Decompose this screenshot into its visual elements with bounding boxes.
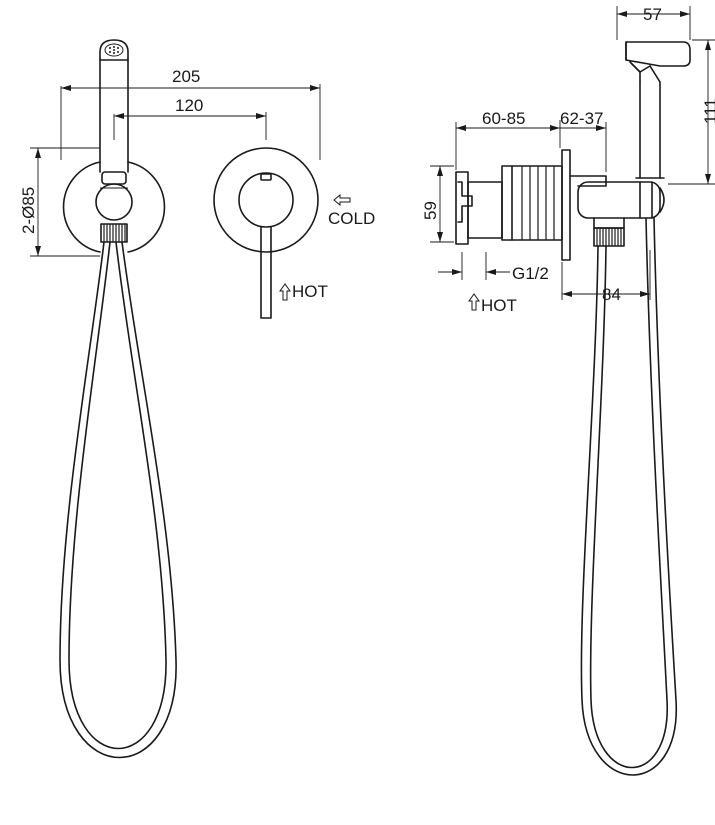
left-wall-plate — [62, 161, 166, 253]
dim-overall-width — [60, 84, 321, 160]
dim-plate-diameter — [30, 147, 100, 257]
dim-projection — [561, 250, 651, 300]
dim-wall-depth — [455, 120, 561, 170]
dim-body-height — [430, 165, 454, 243]
hot-arrow-icon — [279, 283, 291, 301]
dim-center-distance-label: 120 — [175, 96, 203, 115]
side-holder — [577, 181, 665, 219]
hose-right — [580, 217, 677, 776]
dim-trim-depth-label: 62-37 — [560, 109, 603, 128]
hose-right-inner — [589, 217, 668, 769]
dim-center-distance — [113, 112, 267, 140]
side-sprayer-head — [625, 41, 691, 179]
hand-shower — [99, 39, 129, 173]
hot-label: HOT — [292, 282, 328, 301]
side-view: 57 111 60-85 62-37 — [421, 5, 715, 776]
hose-left-inner — [68, 241, 167, 750]
dim-body-height-label: 59 — [421, 201, 440, 220]
cold-arrow-icon — [333, 193, 351, 207]
hose-nut — [100, 223, 128, 243]
side-mixer-body — [455, 149, 607, 261]
front-view: 205 120 2-Ø85 COLD HOT — [19, 39, 375, 759]
dim-projection-label: 84 — [602, 285, 621, 304]
dim-sprayer-height — [668, 39, 715, 185]
side-hot-arrow-icon — [468, 293, 480, 311]
hose-left — [59, 241, 177, 759]
side-hose-nut — [593, 217, 625, 247]
mixer-wall-plate — [213, 147, 319, 319]
holder-elbow — [95, 171, 133, 221]
dim-overall-width-label: 205 — [172, 67, 200, 86]
spray-nozzle-holes — [109, 46, 119, 54]
dim-sprayer-width — [616, 6, 691, 40]
dim-trim-depth — [560, 122, 607, 172]
cold-label: COLD — [328, 209, 375, 228]
dim-plate-diameter-label: 2-Ø85 — [19, 187, 38, 234]
side-hot-label: HOT — [481, 296, 517, 315]
dim-wall-depth-label: 60-85 — [482, 109, 525, 128]
dim-sprayer-width-label: 57 — [643, 5, 662, 24]
dim-sprayer-height-label: 111 — [701, 98, 715, 124]
dim-thread-label: G1/2 — [512, 264, 549, 283]
dim-thread — [438, 252, 510, 280]
